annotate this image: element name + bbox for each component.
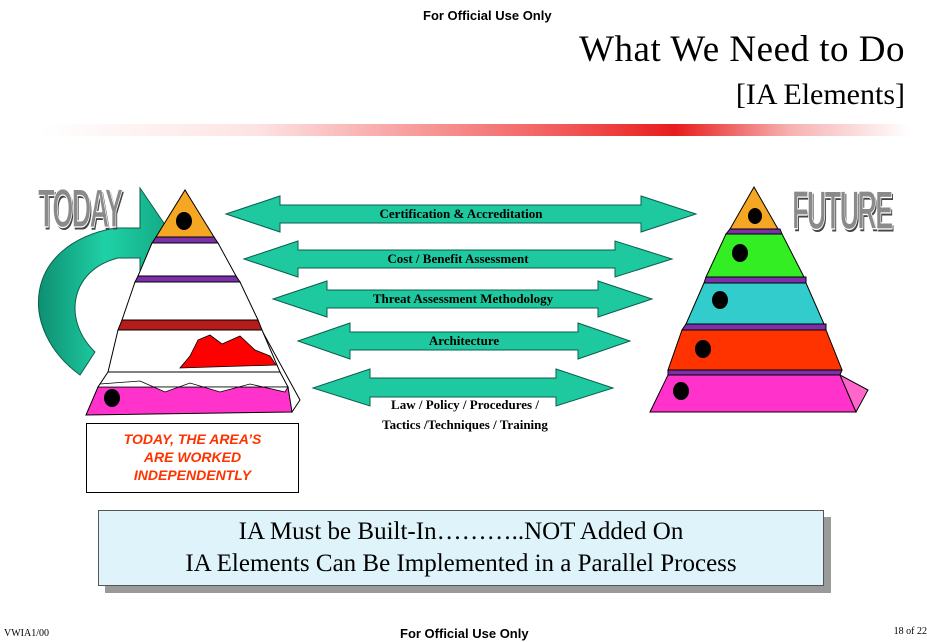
banner-line-2: IA Elements Can Be Implemented in a Para… xyxy=(185,550,737,577)
arrow-label-threat: Threat Assessment Methodology xyxy=(372,291,554,306)
title-underline xyxy=(40,124,910,136)
future-pyramid xyxy=(649,185,869,414)
future-level-3 xyxy=(685,282,825,325)
note-line-2: ARE WORKED xyxy=(143,449,242,465)
today-level-3 xyxy=(121,281,259,321)
page-number: 18 of 22 xyxy=(893,626,927,637)
arrow-label-certification: Certification & Accreditation xyxy=(379,206,543,221)
arrow-label-law-policy: Law / Policy / Procedures / Tactics /Tec… xyxy=(330,395,600,435)
future-label: FUTURE xyxy=(792,179,894,242)
future-level-2 xyxy=(705,233,805,278)
today-bottom-marker xyxy=(104,389,120,407)
law-policy-line-2: Tactics /Techniques / Training xyxy=(382,417,548,432)
curved-arrow xyxy=(38,186,173,376)
arrow-label-architecture: Architecture xyxy=(428,333,500,348)
future-marker-3 xyxy=(712,291,728,309)
classification-footer: For Official Use Only xyxy=(400,626,529,641)
arrow-certification xyxy=(224,195,698,233)
today-level-2 xyxy=(137,242,237,277)
today-label: TODAY xyxy=(38,177,124,240)
banner-line-1: IA Must be Built-In………..NOT Added On xyxy=(238,518,684,545)
future-marker-1 xyxy=(748,208,762,224)
future-marker-5 xyxy=(673,382,689,400)
today-top-marker xyxy=(176,212,192,230)
arrow-label-cost-benefit: Cost / Benefit Assessment xyxy=(387,251,529,266)
document-id: VWIA1/00 xyxy=(4,628,49,639)
future-level-4 xyxy=(667,329,843,371)
arrow-law-policy xyxy=(311,368,615,407)
law-policy-line-1: Law / Policy / Procedures / xyxy=(391,397,539,412)
slide-title: What We Need to Do xyxy=(579,29,905,70)
future-marker-4 xyxy=(695,340,711,358)
slide-subtitle: [IA Elements] xyxy=(735,78,905,111)
arrow-cost-benefit xyxy=(242,240,674,278)
arrow-architecture xyxy=(296,322,632,360)
today-pyramid xyxy=(85,189,301,416)
classification-header: For Official Use Only xyxy=(423,8,552,23)
key-message-banner: IA Must be Built-In………..NOT Added On IA … xyxy=(98,510,824,586)
arrow-threat xyxy=(271,280,654,318)
note-line-1: TODAY, THE AREA’S xyxy=(123,431,262,447)
future-marker-2 xyxy=(732,244,748,262)
note-line-3: INDEPENDENTLY xyxy=(133,467,252,483)
today-note: TODAY, THE AREA’S ARE WORKED INDEPENDENT… xyxy=(86,423,299,493)
